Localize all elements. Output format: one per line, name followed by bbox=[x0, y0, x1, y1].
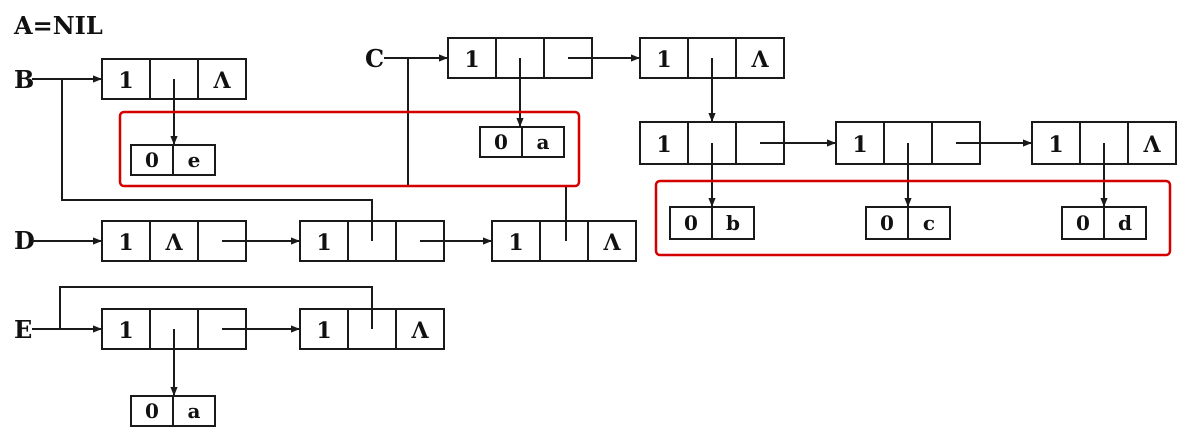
atom-a1: 0 a bbox=[479, 126, 565, 158]
connector-e2-head-to-e bbox=[59, 286, 373, 329]
node-f3-tail-nil: Λ bbox=[1142, 132, 1161, 158]
node-d1: 1 Λ bbox=[101, 220, 247, 262]
node-c2-tag: 1 bbox=[656, 47, 671, 73]
atom-a1-tag: 0 bbox=[494, 130, 508, 154]
atom-c: 0 c bbox=[865, 206, 951, 240]
node-d1-tag: 1 bbox=[118, 230, 133, 256]
atom-b: 0 b bbox=[669, 206, 755, 240]
node-c1-tag: 1 bbox=[464, 47, 479, 73]
atom-a2-value: a bbox=[188, 399, 201, 423]
node-e2-tag: 1 bbox=[316, 318, 331, 344]
highlight-box-atoms-b-c-d bbox=[654, 179, 1172, 257]
atom-a2: 0 a bbox=[130, 395, 216, 427]
node-e1-tag: 1 bbox=[118, 318, 133, 344]
atom-e-value: e bbox=[188, 148, 201, 172]
atom-c-value: c bbox=[923, 211, 935, 235]
atom-d-tag: 0 bbox=[1076, 211, 1090, 235]
node-f3-tag: 1 bbox=[1048, 132, 1063, 158]
label-e: E bbox=[14, 315, 32, 344]
node-f2-tag: 1 bbox=[852, 132, 867, 158]
node-d3: 1 Λ bbox=[491, 220, 637, 262]
node-d3-tag: 1 bbox=[508, 230, 523, 256]
node-d3-tail-nil: Λ bbox=[602, 230, 621, 256]
atom-c-tag: 0 bbox=[880, 211, 894, 235]
node-e2-tail-nil: Λ bbox=[410, 318, 429, 344]
label-b: B bbox=[14, 65, 34, 94]
node-f1-tag: 1 bbox=[656, 132, 671, 158]
atom-b-tag: 0 bbox=[684, 211, 698, 235]
node-b1-tag: 1 bbox=[118, 68, 133, 94]
node-e2: 1 Λ bbox=[299, 308, 445, 350]
atom-d-value: d bbox=[1118, 211, 1132, 235]
header-text: A=NIL bbox=[13, 11, 103, 40]
node-b1-tail-nil: Λ bbox=[212, 68, 231, 94]
label-d: D bbox=[14, 226, 35, 255]
atom-b-value: b bbox=[726, 211, 740, 235]
atom-d: 0 d bbox=[1061, 206, 1147, 240]
atom-e: 0 e bbox=[130, 144, 216, 176]
node-d1-head-nil: Λ bbox=[164, 230, 183, 256]
atom-a1-value: a bbox=[537, 130, 550, 154]
highlight-box-atoms-e-a bbox=[118, 110, 581, 188]
label-c: C bbox=[365, 44, 384, 73]
atom-a2-tag: 0 bbox=[145, 399, 159, 423]
connector-d2-head-to-b bbox=[61, 79, 373, 241]
node-c2-tail-nil: Λ bbox=[750, 47, 769, 73]
node-d2-tag: 1 bbox=[316, 230, 331, 256]
atom-e-tag: 0 bbox=[145, 148, 159, 172]
